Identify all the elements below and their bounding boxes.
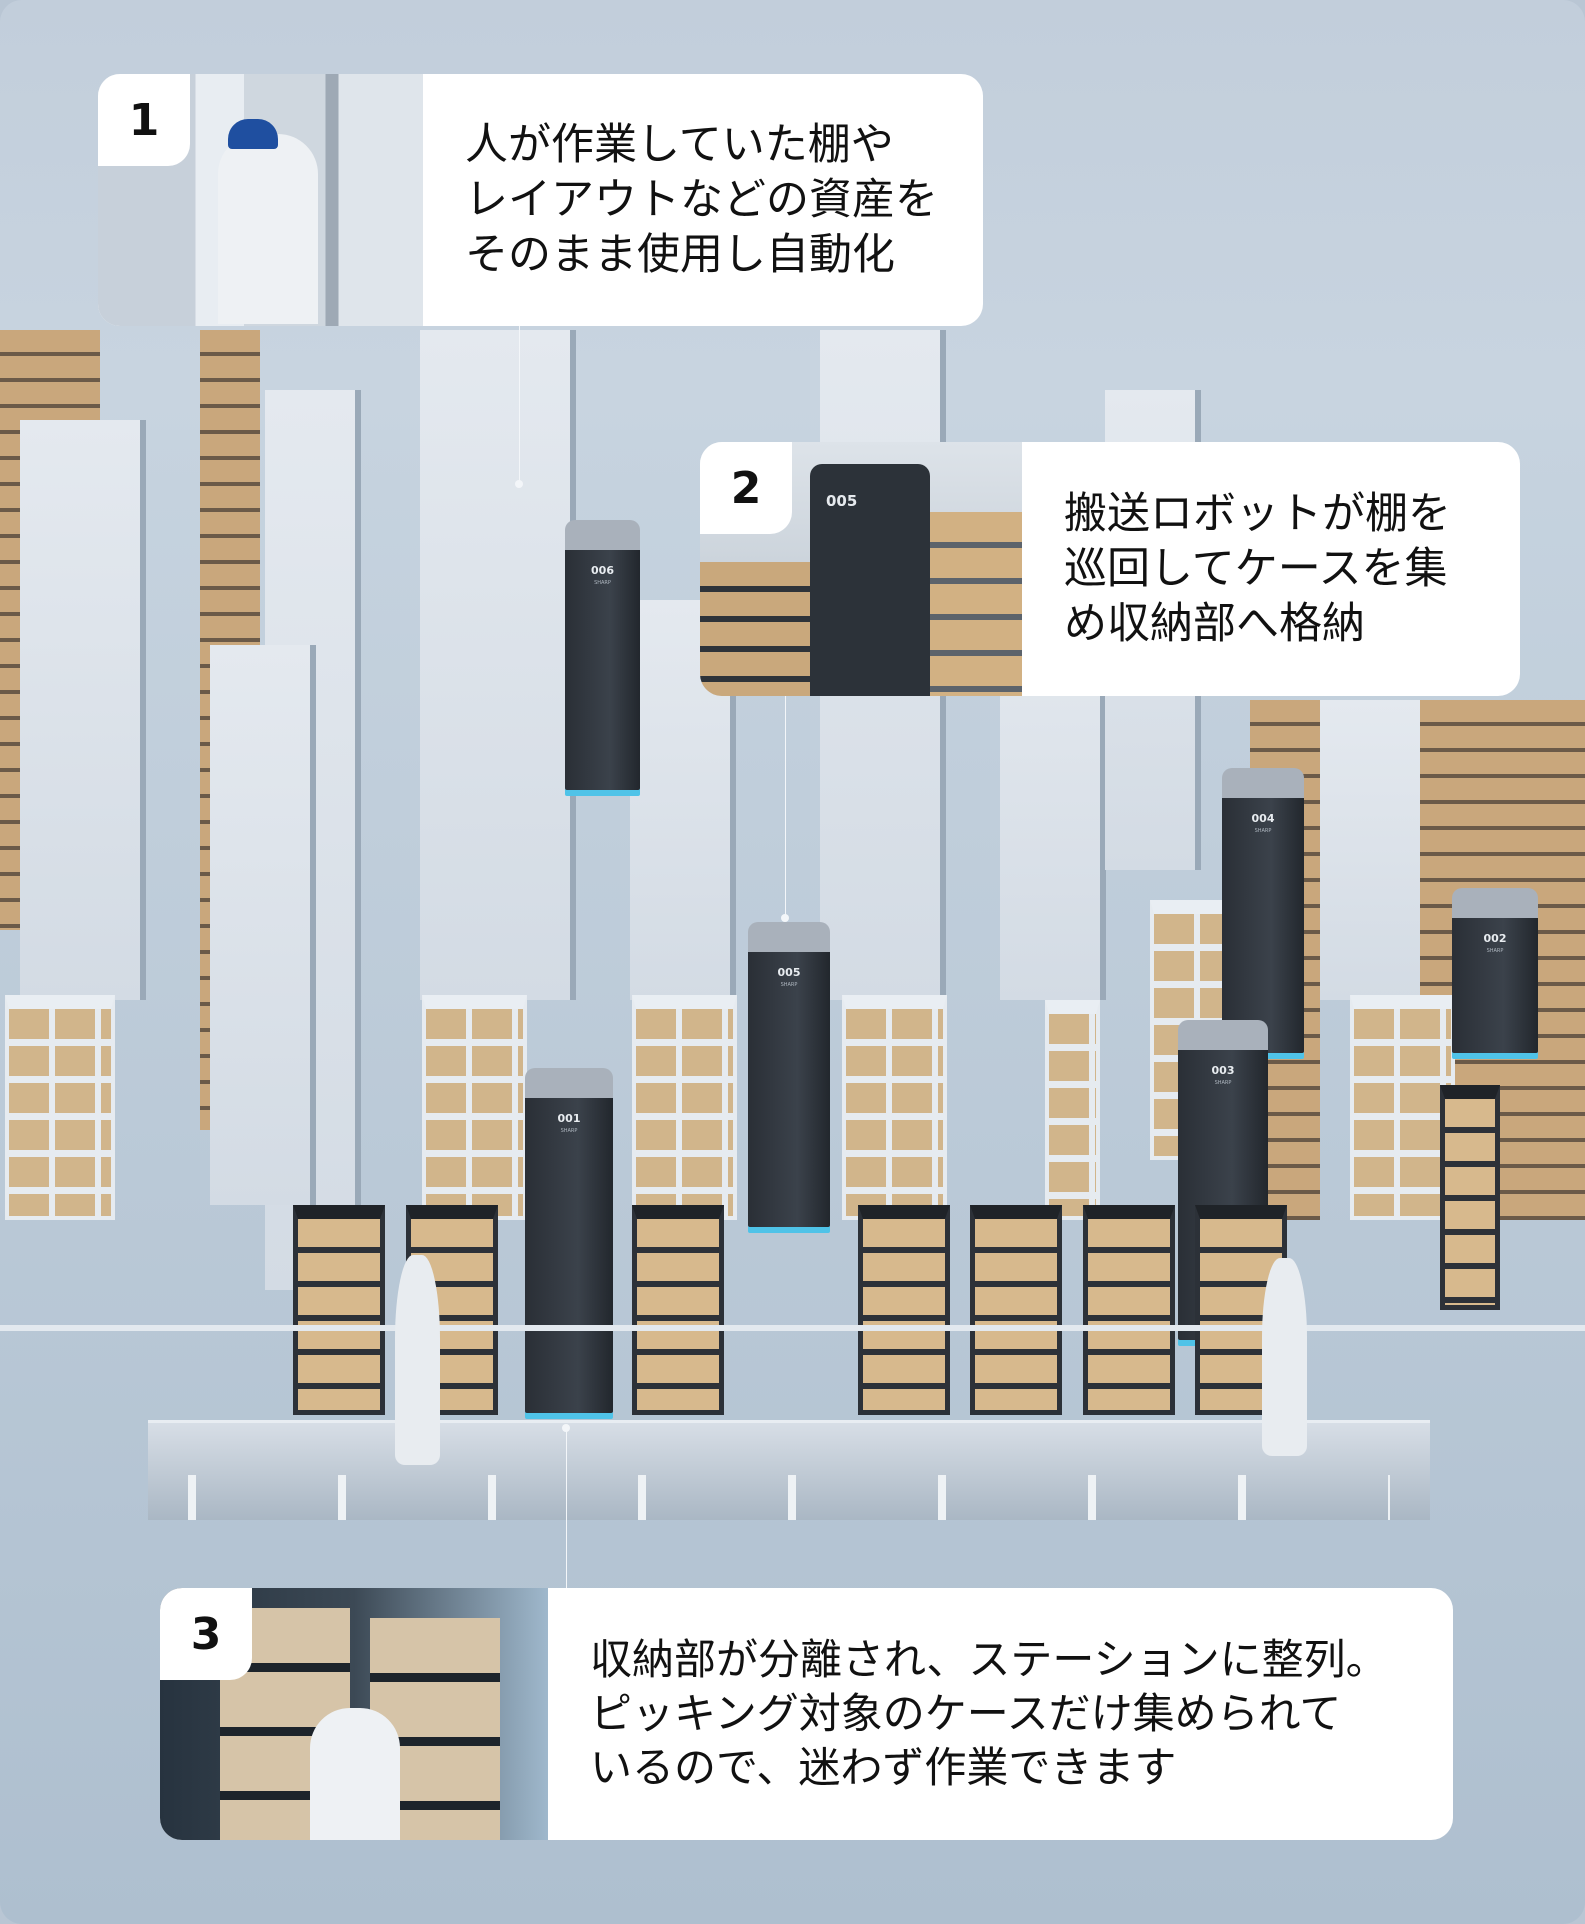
robot-brand: SHARP	[1254, 828, 1272, 834]
worker-figure	[1262, 1258, 1307, 1456]
robot-brand: SHARP	[1214, 1080, 1232, 1086]
robot-brand: SHARP	[1486, 948, 1504, 954]
callout-number: 1	[98, 74, 190, 166]
shelf-row	[420, 330, 570, 1000]
callout-number: 3	[160, 1588, 252, 1680]
connector-line	[785, 696, 786, 918]
station-rack	[1083, 1205, 1175, 1415]
callout-text: 搬送ロボットが棚を 巡回してケースを集 め収納部へ格納	[1064, 488, 1451, 649]
station-rack	[293, 1205, 385, 1415]
shelf-unit	[632, 995, 737, 1220]
connector-dot	[515, 480, 523, 488]
callout-3: 3 収納部が分離され、ステーションに整列。 ピッキング対象のケースだけ集められて…	[160, 1588, 1453, 1840]
station-rack	[858, 1205, 950, 1415]
connector-line	[566, 1428, 567, 1588]
station-rack	[632, 1205, 724, 1415]
shelf-unit	[5, 995, 115, 1220]
robot-label: 002	[1483, 932, 1507, 945]
station-rack	[970, 1205, 1062, 1415]
worker-figure	[395, 1255, 440, 1465]
connector-dot	[781, 914, 789, 922]
robot-label: 003	[1211, 1064, 1235, 1077]
robot-label: 005	[777, 966, 801, 979]
photo-robot-label: 005	[826, 492, 858, 510]
station-platform	[148, 1420, 1430, 1520]
callout-text: 収納部が分離され、ステーションに整列。 ピッキング対象のケースだけ集められて い…	[590, 1635, 1388, 1792]
pillar	[210, 645, 310, 1205]
shelf-unit	[1045, 1000, 1100, 1220]
callout-2: 005 2 搬送ロボットが棚を 巡回してケースを集 め収納部へ格納	[700, 442, 1520, 696]
robot-photo: 005 2	[700, 442, 1022, 696]
worker-shelf-photo: 1	[98, 74, 423, 326]
shelf-unit	[422, 995, 527, 1220]
callout-1: 1 人が作業していた棚や レイアウトなどの資産を そのまま使用し自動化	[98, 74, 983, 326]
callout-number: 2	[700, 442, 792, 534]
connector-line	[519, 326, 520, 484]
robot-label: 004	[1251, 812, 1275, 825]
robot-label: 006	[591, 564, 614, 577]
shelf-row	[20, 420, 140, 1000]
robot-brand: SHARP	[780, 982, 798, 988]
station-rack	[1440, 1085, 1500, 1310]
robot-label: 001	[557, 1112, 581, 1125]
robot-brand: SHARP	[560, 1128, 578, 1134]
shelf-unit	[842, 995, 947, 1220]
connector-dot	[562, 1424, 570, 1432]
robot-brand: SHARP	[594, 580, 611, 586]
guard-rail	[0, 1325, 1585, 1331]
station-photo: 3	[160, 1588, 548, 1840]
callout-text: 人が作業していた棚や レイアウトなどの資産を そのまま使用し自動化	[465, 119, 938, 280]
